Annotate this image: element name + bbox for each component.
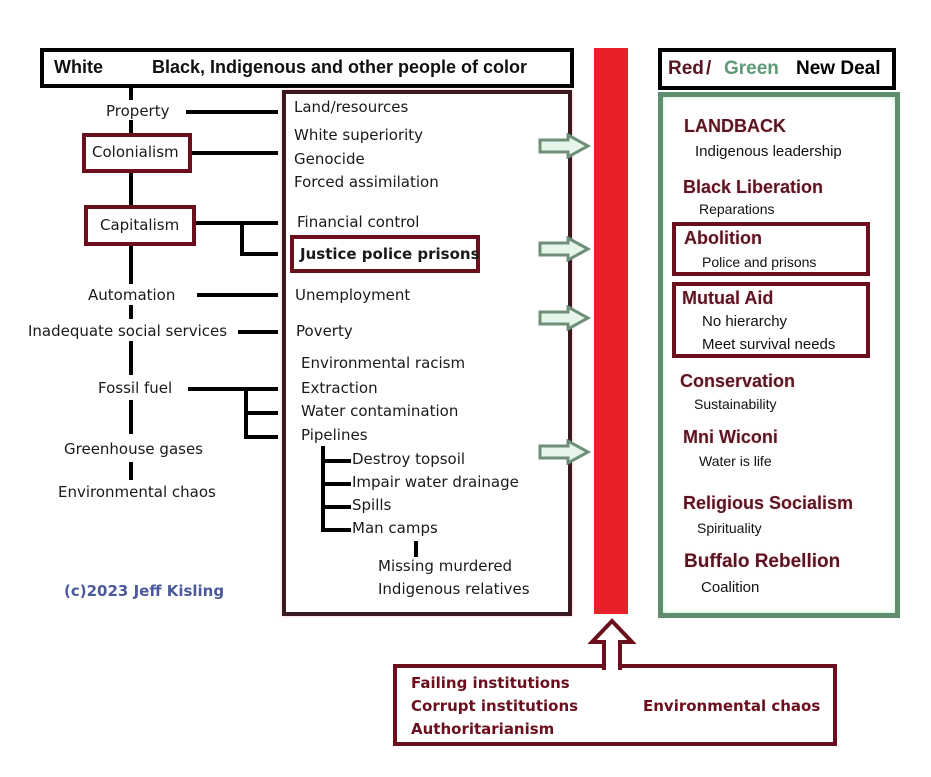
landback-title: LANDBACK bbox=[684, 116, 786, 136]
header-white-label: White bbox=[54, 57, 103, 77]
label-corrupt-institutions: Corrupt institutions bbox=[411, 697, 579, 715]
label-failing-institutions: Failing institutions bbox=[411, 674, 570, 692]
header-left: White Black, Indigenous and other people… bbox=[40, 48, 574, 88]
label-missing-murdered: Missing murdered bbox=[378, 557, 513, 575]
label-justice-police-prisons: Justice police prisons bbox=[300, 245, 480, 263]
header-slash: / bbox=[706, 58, 712, 79]
landback-sub: Indigenous leadership bbox=[695, 143, 842, 160]
connector-line bbox=[129, 462, 133, 480]
header-red-label: Red bbox=[668, 58, 704, 79]
label-social-services: Inadequate social services bbox=[28, 322, 228, 340]
label-impair-drainage: Impair water drainage bbox=[352, 473, 519, 491]
connector-line bbox=[188, 387, 278, 391]
conservation-title: Conservation bbox=[680, 371, 796, 391]
connector-line bbox=[129, 172, 133, 206]
abolition-frame: Abolition Police and prisons bbox=[672, 222, 870, 276]
connector-line bbox=[129, 305, 133, 319]
buffalo-rebellion-sub: Coalition bbox=[701, 579, 760, 596]
right-arrow-icon bbox=[538, 236, 592, 262]
copyright-text: (c)2023 Jeff Kisling bbox=[64, 582, 225, 600]
label-automation: Automation bbox=[88, 286, 176, 304]
header-green-label: Green bbox=[724, 58, 779, 79]
conservation-sub: Sustainability bbox=[694, 396, 777, 412]
label-destroy-topsoil: Destroy topsoil bbox=[352, 450, 466, 468]
justice-frame: Justice police prisons bbox=[290, 235, 480, 273]
black-liberation-sub: Reparations bbox=[699, 201, 775, 217]
header-right: Red / Green New Deal bbox=[658, 48, 896, 90]
connector-line bbox=[240, 252, 278, 256]
connector-line bbox=[244, 411, 278, 415]
mni-wiconi-sub: Water is life bbox=[699, 453, 772, 469]
black-liberation-title: Black Liberation bbox=[683, 177, 824, 197]
label-man-camps: Man camps bbox=[352, 519, 438, 537]
buffalo-rebellion-title: Buffalo Rebellion bbox=[684, 551, 841, 572]
abolition-sub: Police and prisons bbox=[702, 254, 817, 270]
religious-socialism-title: Religious Socialism bbox=[683, 493, 854, 513]
mutual-aid-title: Mutual Aid bbox=[682, 288, 774, 308]
connector-line bbox=[321, 528, 351, 532]
mutual-aid-frame: Mutual Aid No hierarchy Meet survival ne… bbox=[672, 282, 870, 358]
up-arrow-icon bbox=[588, 618, 636, 670]
abolition-title: Abolition bbox=[684, 228, 762, 248]
label-capitalism: Capitalism bbox=[100, 216, 180, 234]
label-land-resources: Land/resources bbox=[294, 98, 409, 116]
label-extraction: Extraction bbox=[301, 379, 378, 397]
label-spills: Spills bbox=[352, 496, 392, 514]
label-colonialism: Colonialism bbox=[92, 143, 179, 161]
religious-socialism-sub: Spirituality bbox=[697, 520, 762, 536]
connector-line bbox=[240, 221, 244, 255]
label-bottom-environmental-chaos: Environmental chaos bbox=[643, 697, 821, 715]
label-unemployment: Unemployment bbox=[295, 286, 411, 304]
crisis-box: Failing institutions Corrupt institution… bbox=[393, 664, 837, 746]
label-poverty: Poverty bbox=[296, 322, 353, 340]
connector-line bbox=[129, 244, 133, 284]
label-white-superiority: White superiority bbox=[294, 126, 424, 144]
connector-line bbox=[321, 446, 325, 532]
label-pipelines: Pipelines bbox=[301, 426, 368, 444]
mutual-aid-sub-2: Meet survival needs bbox=[702, 336, 836, 353]
label-authoritarianism: Authoritarianism bbox=[411, 720, 555, 738]
right-arrow-icon bbox=[538, 133, 592, 159]
connector-line bbox=[197, 293, 278, 297]
label-environmental-chaos: Environmental chaos bbox=[58, 483, 216, 501]
connector-line bbox=[321, 482, 351, 486]
connector-line bbox=[129, 86, 133, 100]
connector-line bbox=[321, 459, 351, 463]
right-arrow-icon bbox=[538, 439, 592, 465]
connector-line bbox=[192, 151, 278, 155]
header-bipoc-label: Black, Indigenous and other people of co… bbox=[152, 57, 528, 77]
label-fossil-fuel: Fossil fuel bbox=[98, 379, 173, 397]
connector-line bbox=[321, 505, 351, 509]
label-financial-control: Financial control bbox=[297, 213, 420, 231]
label-greenhouse-gases: Greenhouse gases bbox=[64, 440, 203, 458]
mni-wiconi-title: Mni Wiconi bbox=[683, 427, 778, 447]
label-property: Property bbox=[106, 102, 170, 120]
mutual-aid-sub-1: No hierarchy bbox=[702, 313, 788, 330]
right-arrow-icon bbox=[538, 305, 592, 331]
label-environmental-racism: Environmental racism bbox=[301, 354, 466, 372]
connector-line bbox=[244, 435, 278, 439]
label-genocide: Genocide bbox=[294, 150, 365, 168]
connector-line bbox=[129, 400, 133, 434]
connector-line bbox=[238, 330, 278, 334]
label-indigenous-relatives: Indigenous relatives bbox=[378, 580, 530, 598]
label-water-contamination: Water contamination bbox=[301, 402, 459, 420]
colonialism-frame: Colonialism bbox=[82, 133, 192, 173]
connector-line bbox=[129, 341, 133, 375]
new-deal-box bbox=[658, 92, 900, 618]
connector-line bbox=[186, 110, 278, 114]
impacts-box bbox=[282, 90, 572, 616]
connector-line bbox=[129, 120, 133, 134]
header-new-deal-label: New Deal bbox=[796, 58, 881, 79]
red-divider-bar bbox=[594, 48, 628, 614]
capitalism-frame: Capitalism bbox=[84, 205, 196, 246]
connector-line bbox=[414, 541, 418, 557]
connector-line bbox=[196, 221, 278, 225]
label-forced-assimilation: Forced assimilation bbox=[294, 173, 439, 191]
